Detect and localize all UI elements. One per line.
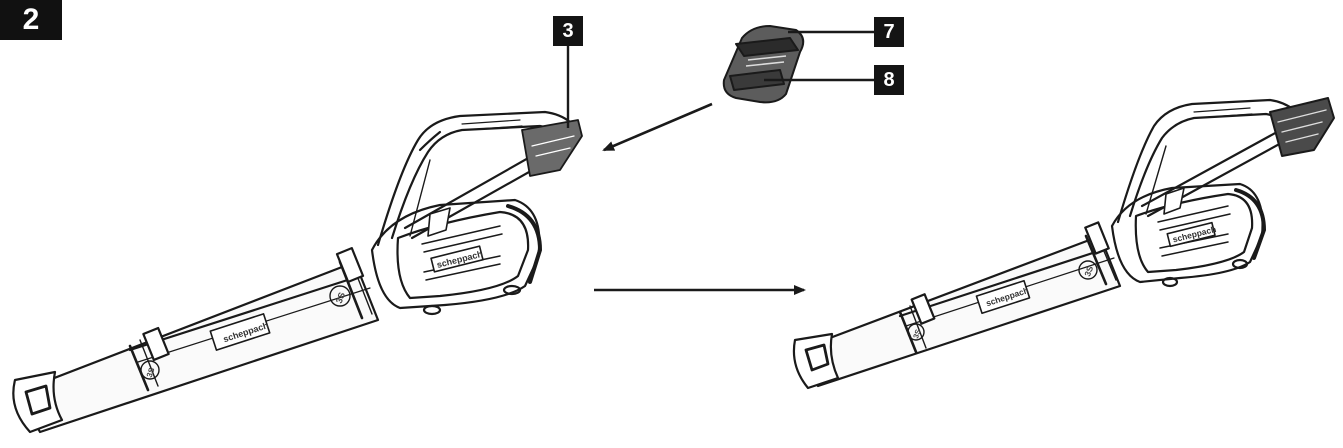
callout-3: 3 — [553, 16, 583, 46]
step-number-badge: 2 — [0, 0, 62, 40]
callout-leaders — [566, 30, 874, 128]
side-mark-left-upper: 3S — [334, 291, 347, 305]
side-mark-left-lower: 3S — [145, 366, 157, 379]
callout-7: 7 — [874, 17, 904, 47]
side-mark-right-upper: 3S — [1082, 264, 1095, 278]
side-mark-right-lower: 3S — [911, 328, 923, 340]
battery-pack — [722, 25, 805, 104]
blower-with-battery — [792, 97, 1335, 390]
blower-without-battery — [12, 110, 583, 434]
callout-8: 8 — [874, 65, 904, 95]
insert-battery-arrow — [602, 102, 713, 152]
